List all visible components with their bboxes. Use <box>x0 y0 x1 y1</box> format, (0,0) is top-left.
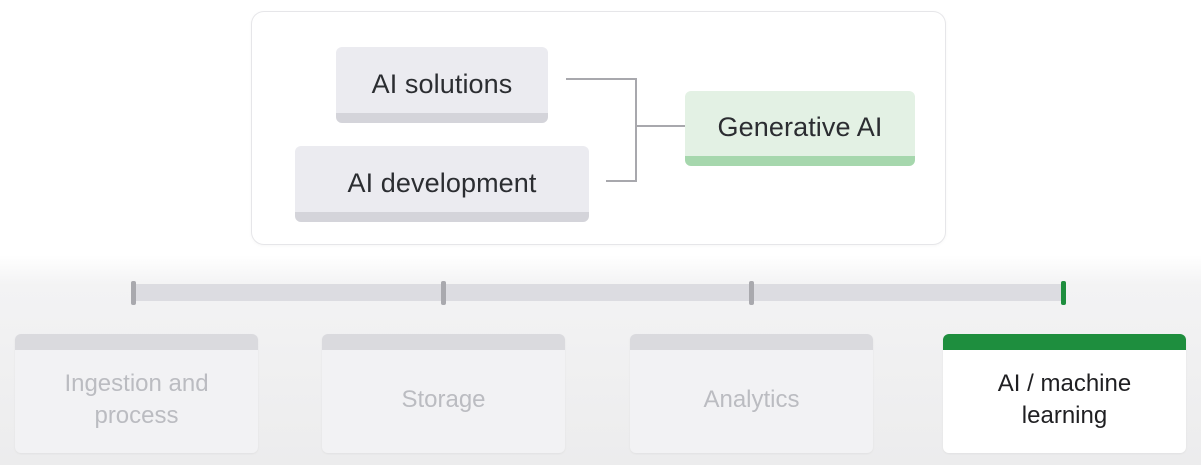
stage-label: Ingestion and process <box>64 369 209 429</box>
ai-development-chip: AI development <box>295 146 589 222</box>
timeline-tick-4-active <box>1061 281 1066 305</box>
timeline-tick-2 <box>441 281 446 305</box>
connector-vertical <box>635 78 637 182</box>
ai-development-label: AI development <box>347 167 537 198</box>
generative-ai-chip: Generative AI <box>685 91 915 166</box>
connector-to-parent <box>637 125 685 127</box>
ai-solutions-label: AI solutions <box>371 68 513 99</box>
stage-label: Storage <box>401 385 486 413</box>
stage-card-storage[interactable]: Storage <box>322 334 565 453</box>
stage-label: AI / machine learning <box>997 369 1132 429</box>
stage-card-ai-ml[interactable]: AI / machine learning <box>943 334 1186 453</box>
ai-solutions-chip: AI solutions <box>336 47 548 123</box>
timeline-track <box>133 284 1064 301</box>
connector-top <box>566 78 637 80</box>
stage-card-ingestion[interactable]: Ingestion and process <box>15 334 258 453</box>
timeline-tick-1 <box>131 281 136 305</box>
timeline-tick-3 <box>749 281 754 305</box>
generative-ai-label: Generative AI <box>717 112 883 142</box>
stage-card-analytics[interactable]: Analytics <box>630 334 873 453</box>
detail-panel: AI solutions AI development Generative A… <box>252 12 945 244</box>
stage-label: Analytics <box>703 385 800 413</box>
connector-bottom <box>606 180 637 182</box>
